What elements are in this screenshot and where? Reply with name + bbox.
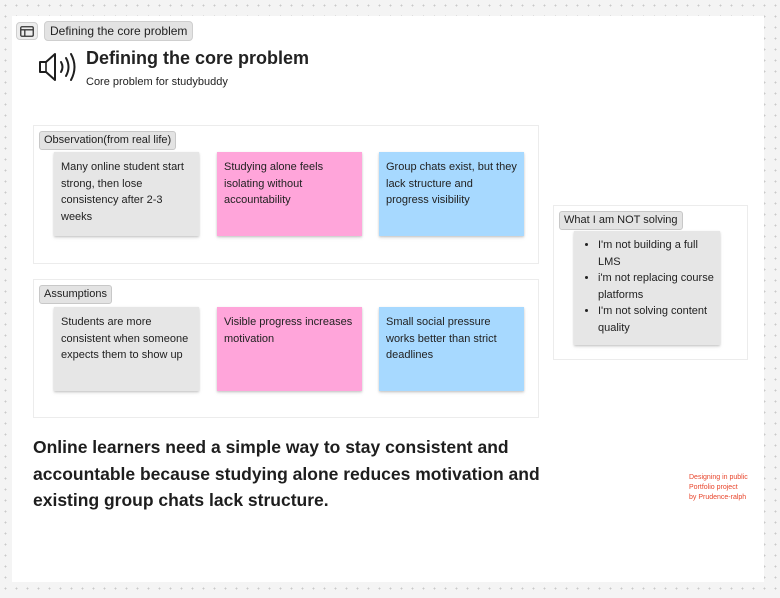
speaker-icon — [39, 53, 76, 81]
page-title: Defining the core problem — [86, 48, 310, 68]
observation-label[interactable]: Observation(from real life) — [39, 131, 177, 150]
credit-line: Designing in public — [689, 474, 748, 481]
assumption-note-3[interactable]: Small social pressure works better than … — [379, 307, 524, 391]
credit-note[interactable]: Designing in public Portfolio project by… — [689, 473, 748, 503]
observation-note-3[interactable]: Group chats exist, but they lack structu… — [379, 152, 524, 236]
assumption-note-2[interactable]: Visible progress increases motivation — [217, 307, 362, 391]
not-solving-item: i'm not replacing course platforms — [598, 270, 716, 303]
problem-statement[interactable]: Online learners need a simple way to sta… — [33, 437, 540, 510]
observation-note-2[interactable]: Studying alone feels isolating without a… — [217, 152, 362, 236]
credit-line: Portfolio project — [689, 484, 738, 491]
credit-line: by Prudence-ralph — [689, 494, 747, 501]
page-subtitle: Core problem for studybuddy — [86, 76, 228, 88]
frame-icon — [16, 22, 38, 40]
assumption-note-1[interactable]: Students are more consistent when someon… — [54, 307, 199, 391]
not-solving-item: I'm not solving content quality — [598, 303, 716, 336]
observation-note-1[interactable]: Many online student start strong, then l… — [54, 152, 199, 236]
not-solving-label[interactable]: What I am NOT solving — [559, 211, 683, 230]
frame-tab[interactable]: Defining the core problem — [16, 21, 194, 41]
frame-name[interactable]: Defining the core problem — [44, 21, 194, 41]
not-solving-item: I'm not building a full LMS — [598, 237, 716, 270]
not-solving-note[interactable]: I'm not building a full LMS i'm not repl… — [574, 231, 720, 345]
assumptions-label[interactable]: Assumptions — [39, 285, 112, 304]
